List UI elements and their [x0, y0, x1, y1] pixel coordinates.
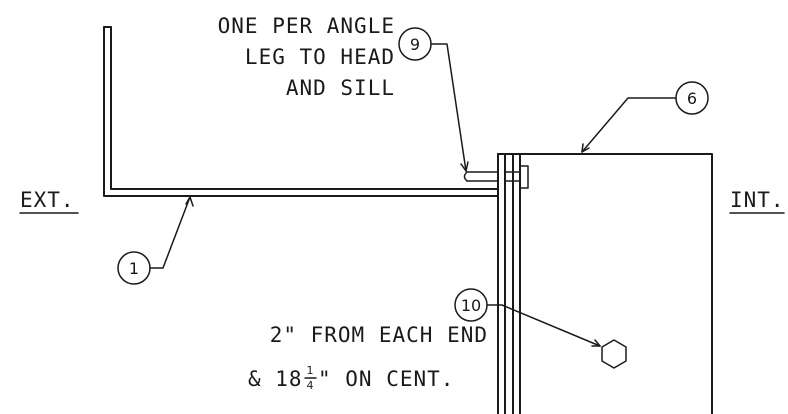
- note-bottom-line-2-pre: & 18: [248, 367, 303, 391]
- interior-member: [519, 153, 713, 414]
- note-top-line-2: LEG TO HEAD: [245, 45, 395, 69]
- fastener-bolt: [463, 165, 529, 189]
- ext-label-text: EXT.: [20, 188, 75, 212]
- callout-9-number: 9: [410, 35, 420, 54]
- fraction-denominator: 4: [307, 379, 314, 392]
- callout-10: 10: [454, 288, 488, 322]
- callout-9: 9: [398, 27, 432, 61]
- note-top-line-1: ONE PER ANGLE: [218, 14, 395, 38]
- callout-6: 6: [675, 81, 709, 115]
- hexagon-nut-icon: [601, 339, 627, 369]
- fraction-numerator: 1: [307, 364, 314, 377]
- note-bottom-line-2-post: " ON CENT.: [318, 367, 454, 391]
- note-bottom: 2" FROM EACH END & 18 1 4 " ON CENT.: [248, 323, 488, 392]
- callout-1: 1: [117, 251, 151, 285]
- frame-vertical-leg: [497, 153, 521, 414]
- leader-lines: [149, 43, 677, 347]
- note-top: ONE PER ANGLE LEG TO HEAD AND SILL: [218, 14, 395, 100]
- exterior-label: EXT.: [19, 188, 79, 214]
- note-top-line-3: AND SILL: [286, 76, 395, 100]
- interior-label: INT.: [729, 188, 785, 214]
- callout-6-number: 6: [687, 89, 697, 108]
- int-label-text: INT.: [730, 188, 785, 212]
- callout-1-number: 1: [129, 259, 139, 278]
- angle-profile: [103, 26, 499, 197]
- callout-10-number: 10: [461, 296, 481, 315]
- note-bottom-line-1: 2" FROM EACH END: [270, 323, 488, 347]
